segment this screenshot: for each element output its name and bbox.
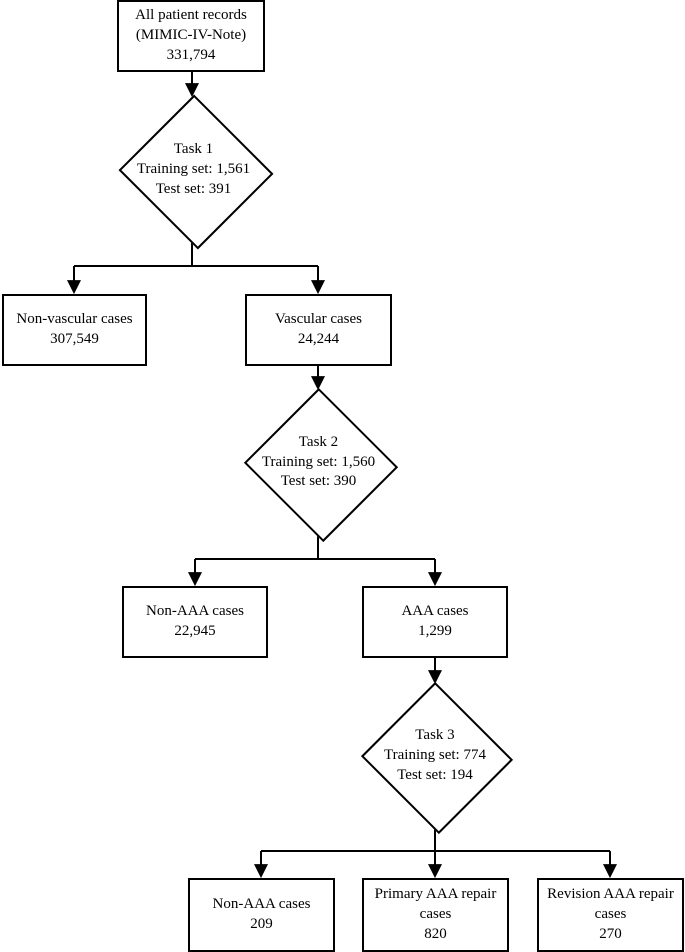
node-line: Training set: 774 xyxy=(384,747,486,764)
node-line: Training set: 1,560 xyxy=(261,453,376,470)
node-line: Test set: 194 xyxy=(397,766,473,783)
node-line: cases xyxy=(594,906,627,923)
node-text: Task 3 Training set: 774 Test set: 194 xyxy=(384,726,486,785)
node-line: AAA cases xyxy=(401,603,469,620)
node-line: 307,549 xyxy=(50,331,99,347)
node-aaa-cases: AAA cases 1,299 xyxy=(362,586,508,658)
node-line: 22,945 xyxy=(174,623,216,639)
node-line: (MIMIC-IV-Note) xyxy=(135,27,247,44)
node-line: 270 xyxy=(599,925,622,942)
node-text: Task 2 Training set: 1,560 Test set: 390 xyxy=(262,433,375,492)
node-primary-aaa-repair-cases: Primary AAA repair cases 820 xyxy=(362,878,509,952)
node-line: Non-AAA cases xyxy=(212,896,311,913)
node-line: Test set: 391 xyxy=(155,180,232,197)
node-all-patient-records: All patient records (MIMIC-IV-Note) 331,… xyxy=(117,0,265,72)
node-line: Primary AAA repair xyxy=(374,886,497,903)
node-line: Non-AAA cases xyxy=(146,603,244,620)
node-non-aaa-cases: Non-AAA cases 22,945 xyxy=(122,586,268,658)
node-line: 331,794 xyxy=(166,46,216,63)
node-line: Task 3 xyxy=(415,727,455,744)
node-line: 820 xyxy=(424,925,447,942)
node-non-aaa-cases-final: Non-AAA cases 209 xyxy=(188,878,335,952)
node-line: Task 1 xyxy=(173,141,214,158)
node-task2-decision: Task 2 Training set: 1,560 Test set: 390 xyxy=(242,387,398,542)
node-line: Training set: 1,561 xyxy=(136,161,251,178)
node-task1-decision: Task 1 Training set: 1,561 Test set: 391 xyxy=(117,94,274,250)
node-vascular-cases: Vascular cases 24,244 xyxy=(245,294,392,366)
node-line: 24,244 xyxy=(297,331,340,347)
node-line: Revision AAA repair xyxy=(547,886,674,903)
node-line: All patient records xyxy=(135,7,247,24)
node-revision-aaa-repair-cases: Revision AAA repair cases 270 xyxy=(537,878,684,952)
node-line: Task 2 xyxy=(298,433,339,450)
node-non-vascular-cases: Non-vascular cases 307,549 xyxy=(2,294,147,366)
node-text: Task 1 Training set: 1,561 Test set: 391 xyxy=(137,140,250,199)
node-line: 209 xyxy=(250,916,273,932)
node-line: Vascular cases xyxy=(274,311,363,328)
node-line: cases xyxy=(419,906,452,923)
node-task3-decision: Task 3 Training set: 774 Test set: 194 xyxy=(360,681,514,835)
node-line: Non-vascular cases xyxy=(16,311,133,328)
node-line: 1,299 xyxy=(418,623,452,639)
node-line: Test set: 390 xyxy=(280,473,357,490)
